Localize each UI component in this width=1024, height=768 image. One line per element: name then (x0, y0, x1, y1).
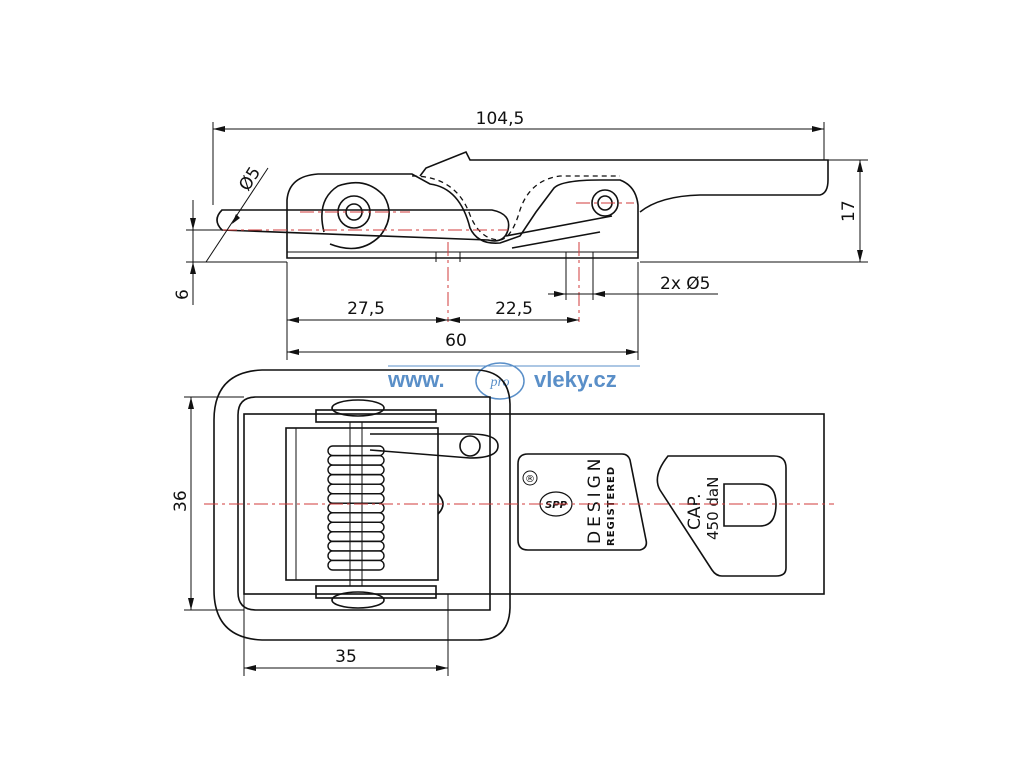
spring-turn (327, 454, 385, 466)
arrow-17-t (857, 160, 863, 172)
watermark-prefix: www. (387, 367, 445, 392)
top-view: ® SPP DESIGN REGISTERED CAP. 450 daN (204, 369, 834, 641)
registered-label: REGISTERED (606, 466, 617, 546)
spring-turn (327, 492, 385, 504)
side-view (198, 150, 829, 322)
latch-bar (216, 209, 510, 242)
capacity-slot (723, 483, 777, 527)
watermark-suffix: vleky.cz (534, 367, 617, 392)
arrow-275-l (287, 317, 299, 323)
spring-turn (327, 502, 385, 514)
arrow-225-l (448, 317, 460, 323)
registered-mark-icon (522, 470, 538, 486)
lever-hidden-edge (411, 175, 620, 241)
arrow-6-t (190, 218, 196, 230)
arrow-225-r (567, 317, 579, 323)
dim-loop-length: 35 (335, 647, 357, 667)
dim-width: 36 (171, 490, 191, 512)
top-pin-head (331, 399, 385, 417)
spring-turn (327, 559, 385, 571)
bottom-pin (315, 585, 437, 599)
dim-holes: 2x Ø5 (660, 274, 710, 294)
spring-turn (327, 473, 385, 485)
spring-turn (327, 550, 385, 562)
spring-turn (327, 483, 385, 495)
arrow-holes-r (593, 291, 605, 297)
dim-thickness: 6 (173, 289, 193, 300)
dim-pin-diameter: Ø5 (235, 164, 265, 195)
arrow-overall-r (812, 126, 824, 132)
dim-spacing-a: 27,5 (347, 299, 385, 319)
pin-right-outer (591, 189, 619, 217)
arrow-36-b (188, 598, 194, 610)
dim-base-length: 60 (445, 331, 467, 351)
hook-body (321, 181, 390, 250)
design-label: DESIGN (585, 454, 605, 544)
spring-turn (327, 540, 385, 552)
spring-turn (327, 512, 385, 524)
spring-turn (327, 521, 385, 533)
design-badge (517, 453, 648, 551)
cap-label: CAP. (685, 493, 705, 530)
arrow-35-r (436, 665, 448, 671)
watermark: www. pro vleky.cz (387, 362, 640, 400)
spring-end-knob (459, 435, 481, 457)
outer-loop (213, 369, 511, 641)
capacity-badge (656, 455, 787, 577)
top-pin (315, 409, 437, 423)
dim-height: 17 (839, 200, 859, 222)
arrow-17-b (857, 250, 863, 262)
dim-spacing-b: 22,5 (495, 299, 533, 319)
arrow-35-l (244, 665, 256, 671)
lever-arm (419, 150, 829, 213)
arrow-60-r (626, 349, 638, 355)
arrow-diameter (232, 214, 240, 224)
inner-link (505, 215, 613, 237)
spp-logo-text: SPP (545, 500, 568, 511)
spring-turn (327, 464, 385, 476)
top-view-dimensions: 36 35 (171, 396, 449, 676)
spring-end-lever (369, 433, 499, 459)
watermark-ring (475, 362, 525, 400)
inner-link-2 (511, 231, 601, 249)
spring-turn (327, 531, 385, 543)
base-plate (286, 173, 639, 259)
arrow-36-t (188, 397, 194, 409)
cap-value: 450 daN (704, 477, 722, 540)
dim-overall-length: 104,5 (476, 109, 525, 129)
arrow-overall-l (213, 126, 225, 132)
bottom-pin-head (331, 591, 385, 609)
inner-loop (237, 396, 491, 611)
arrow-60-l (287, 349, 299, 355)
side-view-dimensions: 104,5 Ø5 17 6 27,5 22,5 60 (173, 109, 868, 360)
watermark-middle: pro (490, 375, 510, 390)
arrow-holes-l (554, 291, 566, 297)
arrow-6-b (190, 262, 196, 274)
registered-mark: ® (525, 474, 535, 485)
arrow-275-r (436, 317, 448, 323)
